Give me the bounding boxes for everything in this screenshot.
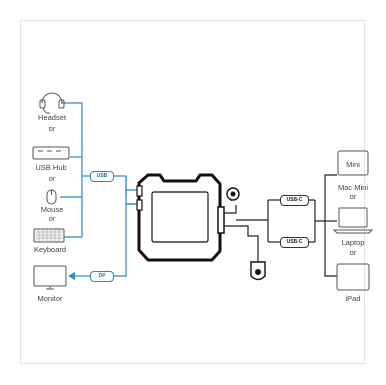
- right-or-label-1: or: [349, 192, 357, 201]
- monitor-arrow-icon: [68, 272, 75, 280]
- usbc-badge-top: USB-C: [280, 195, 309, 206]
- usb-hub-icon: [32, 146, 70, 160]
- mini-screen-icon: [337, 150, 369, 176]
- mac-mini-label: Mac Mini: [337, 183, 368, 192]
- dp-badge: DP: [90, 271, 114, 282]
- right-or-label-2: or: [349, 248, 357, 257]
- dock-cables: [224, 174, 337, 277]
- mouse-label: Mouse: [40, 205, 64, 214]
- laptop-icon: [332, 207, 374, 234]
- left-cable-bus: [60, 102, 140, 277]
- usb-badge: USB: [90, 171, 114, 182]
- mouse-icon: [46, 189, 57, 205]
- usb-hub-label: USB Hub: [35, 163, 67, 172]
- monitor-label: Monitor: [37, 294, 63, 303]
- headset-icon: [39, 92, 65, 114]
- usbc-badge-bottom: USB-C: [280, 237, 309, 248]
- or-label-3: or: [48, 214, 56, 223]
- ipad-label: iPad: [345, 294, 361, 303]
- dock-device: [136, 173, 225, 262]
- headset-label: Headset: [38, 113, 66, 122]
- lock-icon: [226, 187, 240, 201]
- monitor-icon: [33, 265, 67, 290]
- diagram-frame: [20, 20, 365, 364]
- mini-screen-label: Mini: [346, 160, 360, 169]
- or-label-2: or: [48, 174, 56, 183]
- ipad-icon: [336, 263, 370, 291]
- power-adapter-icon: [250, 261, 266, 281]
- laptop-label: Laptop: [341, 238, 365, 247]
- keyboard-label: Keyboard: [33, 245, 67, 254]
- keyboard-icon: [33, 228, 65, 243]
- or-label-1: or: [48, 124, 56, 133]
